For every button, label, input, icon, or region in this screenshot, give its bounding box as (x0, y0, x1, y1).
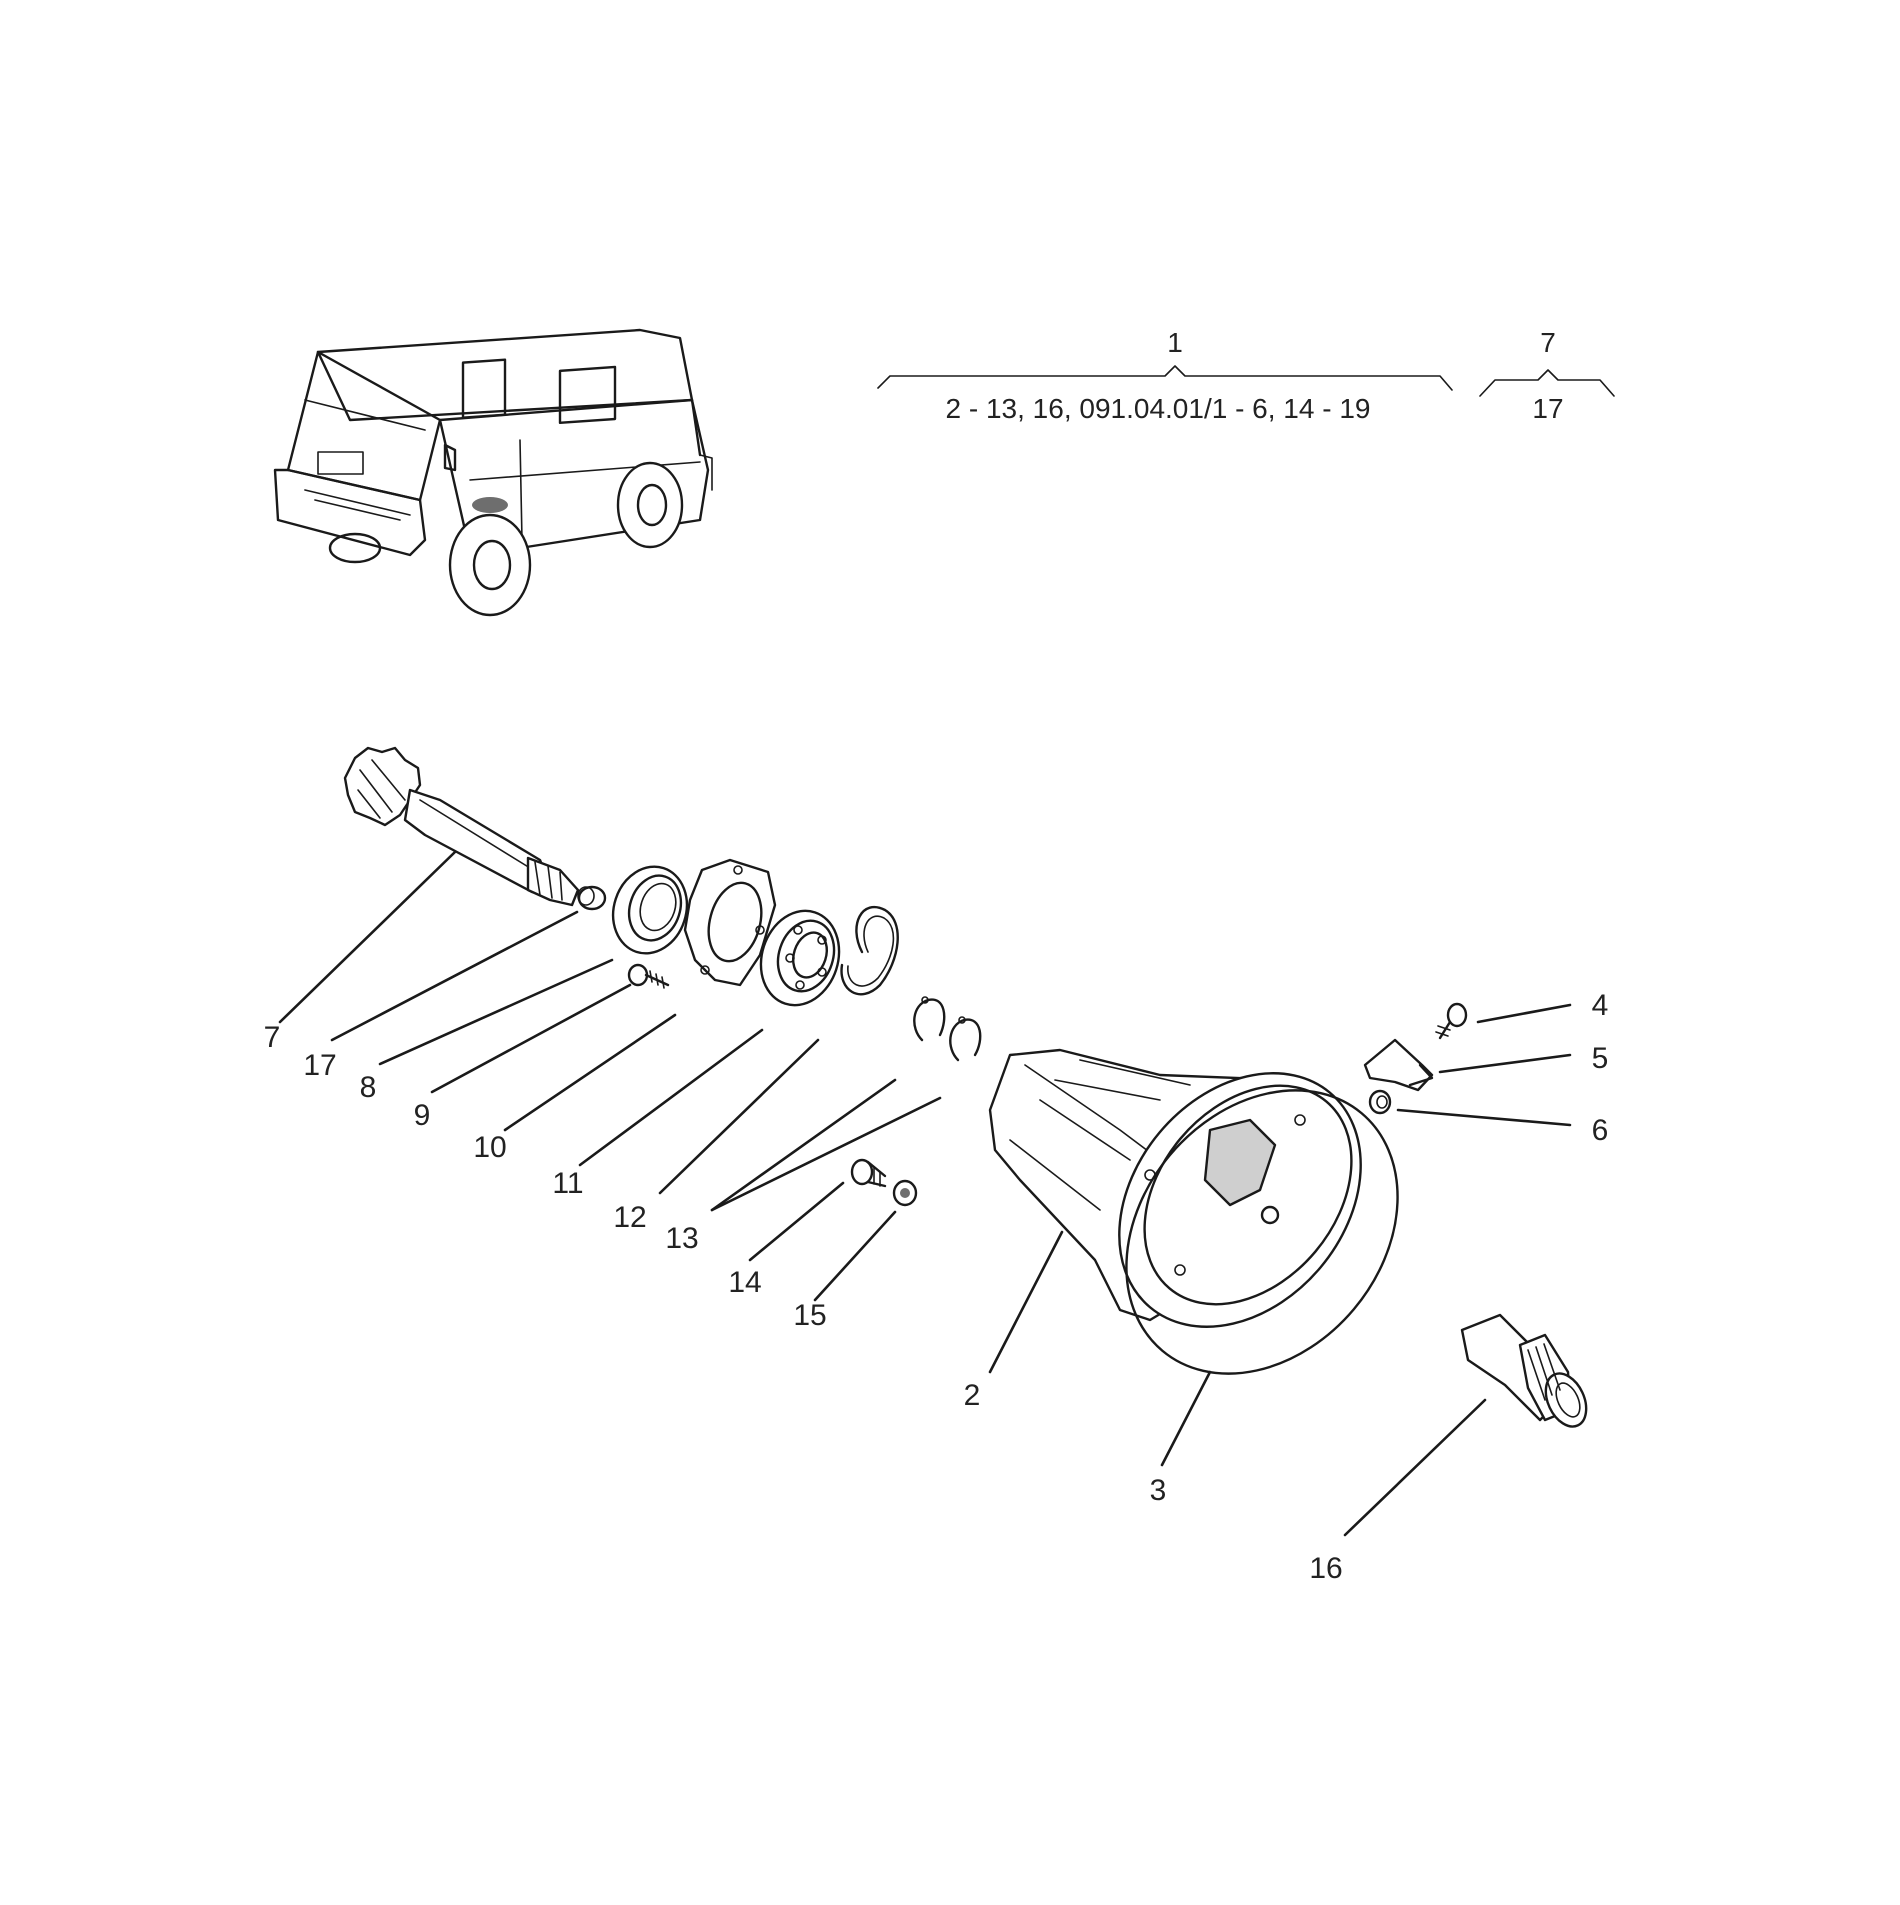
small-screw-icon (1435, 1002, 1468, 1040)
bearing-icon (759, 909, 841, 1007)
callout-17: 17 (303, 1049, 336, 1082)
gear-shaft-icon (343, 746, 580, 907)
nut-icon (1368, 1089, 1392, 1115)
group-7-brace (1479, 369, 1615, 397)
callout-6: 6 (1592, 1114, 1609, 1147)
snap-ring-icon (840, 905, 899, 996)
bolt-icon (850, 1158, 887, 1188)
callout-12: 12 (613, 1201, 646, 1234)
callout-15: 15 (793, 1299, 826, 1332)
group-7-number: 7 (1540, 327, 1556, 358)
group-7-range: 17 (1532, 393, 1563, 424)
callout-9: 9 (414, 1099, 431, 1132)
callout-10: 10 (473, 1131, 506, 1164)
vehicle-locator-icon (273, 328, 713, 617)
gasket-ring-icon (1125, 1089, 1399, 1375)
callout-7: 7 (264, 1021, 281, 1054)
bracket-icon (1363, 1038, 1434, 1092)
callout-14: 14 (728, 1266, 761, 1299)
housing-icon (988, 1048, 1362, 1328)
screw-icon (627, 963, 670, 989)
callout-8: 8 (360, 1071, 377, 1104)
flange-plate-icon (683, 858, 777, 987)
callout-2: 2 (964, 1379, 981, 1412)
callout-labels: 7 17 8 9 10 11 12 13 14 15 2 3 16 4 5 6 (264, 989, 1609, 1585)
assembly-header: 1 2 - 13, 16, 091.04.01/1 - 6, 14 - 19 7… (877, 327, 1615, 424)
leader-lines (278, 850, 1572, 1537)
callout-16: 16 (1309, 1552, 1342, 1585)
callout-11: 11 (552, 1167, 583, 1200)
callout-3: 3 (1150, 1474, 1167, 1507)
bushing-icon (577, 885, 607, 911)
group-1-number: 1 (1167, 327, 1183, 358)
callout-13: 13 (665, 1222, 698, 1255)
group-1-range: 2 - 13, 16, 091.04.01/1 - 6, 14 - 19 (946, 393, 1371, 424)
callout-4: 4 (1592, 989, 1609, 1022)
coupling-sleeve-icon (1460, 1313, 1588, 1428)
seal-ring-icon (611, 865, 689, 955)
callout-5: 5 (1592, 1042, 1609, 1075)
group-1-brace (877, 365, 1453, 391)
circlip-icon (913, 996, 982, 1062)
washer-icon (892, 1179, 918, 1207)
